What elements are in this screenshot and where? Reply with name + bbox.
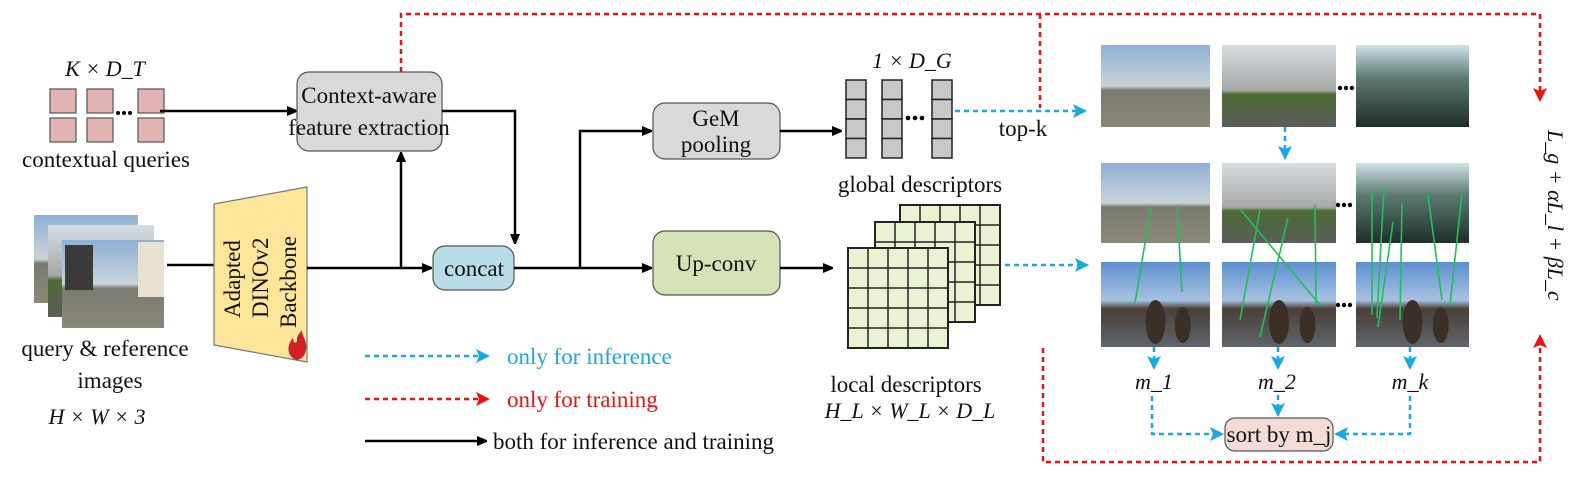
input-images-stack bbox=[34, 215, 164, 328]
score-m1: m_1 bbox=[1135, 369, 1173, 394]
svg-text:Up-conv: Up-conv bbox=[676, 251, 757, 276]
candidate-image bbox=[1101, 163, 1210, 243]
retrieved-images bbox=[1101, 45, 1469, 347]
cyclist bbox=[1174, 307, 1191, 343]
svg-text:Backbone: Backbone bbox=[276, 236, 301, 328]
legend-inference: only for inference bbox=[507, 344, 672, 369]
svg-text:feature extraction: feature extraction bbox=[288, 115, 450, 140]
descriptor-cell bbox=[845, 79, 867, 101]
svg-text:sort by m_j: sort by m_j bbox=[1227, 422, 1332, 447]
match-line bbox=[1427, 194, 1443, 301]
match-line bbox=[1399, 202, 1403, 321]
svg-text:local descriptors: local descriptors bbox=[830, 372, 981, 397]
descriptor-cell bbox=[931, 98, 953, 120]
score-mk: m_k bbox=[1392, 369, 1430, 394]
flame-icon bbox=[288, 330, 307, 360]
cyclist bbox=[1269, 300, 1289, 344]
local-match-lines bbox=[1134, 186, 1463, 338]
match-line bbox=[1239, 209, 1261, 321]
contextual-queries: K × D_T contextual queries bbox=[22, 56, 190, 172]
svg-text:Context-aware: Context-aware bbox=[301, 83, 436, 108]
descriptor-cell bbox=[931, 137, 953, 159]
cyclist bbox=[1402, 300, 1423, 344]
dinov2-backbone: Adapted DINOv2 Backbone bbox=[213, 186, 308, 363]
svg-text:1 × D_G: 1 × D_G bbox=[872, 48, 952, 73]
local-descriptors: local descriptors H_L × W_L × D_L bbox=[824, 204, 1001, 423]
top-k-image bbox=[1356, 45, 1469, 127]
svg-text:DINOv2: DINOv2 bbox=[248, 238, 273, 319]
svg-text:concat: concat bbox=[444, 256, 505, 281]
ellipsis-dots bbox=[1335, 85, 1355, 308]
match-line bbox=[1377, 221, 1394, 328]
descriptor-cell bbox=[881, 118, 903, 140]
images-label-1: query & reference bbox=[21, 336, 188, 361]
inference-arrows bbox=[955, 104, 1417, 441]
match-line bbox=[1239, 208, 1321, 306]
sort-block: sort by m_j bbox=[1224, 417, 1334, 452]
legend-training: only for training bbox=[507, 387, 658, 412]
feature-map bbox=[847, 247, 949, 349]
svg-text:H_L × W_L × D_L: H_L × W_L × D_L bbox=[824, 398, 996, 423]
cyclist bbox=[1432, 307, 1449, 343]
descriptor-cell bbox=[845, 118, 867, 140]
match-line bbox=[1314, 204, 1317, 306]
context-aware-feature-extraction-block: Context-aware feature extraction bbox=[288, 71, 450, 152]
top-k-image bbox=[1101, 45, 1210, 127]
top-k-image bbox=[1222, 45, 1336, 127]
cyclist bbox=[1299, 307, 1316, 343]
queries-label: contextual queries bbox=[22, 147, 190, 172]
descriptor-cell bbox=[881, 137, 903, 159]
descriptor-cell bbox=[845, 98, 867, 120]
gem-pooling-block: GeM pooling bbox=[652, 102, 781, 160]
candidate-image bbox=[1356, 163, 1469, 243]
candidate-image bbox=[1222, 163, 1336, 243]
svg-text:GeM: GeM bbox=[692, 106, 739, 131]
match-line bbox=[1376, 186, 1385, 319]
descriptor-cell bbox=[881, 98, 903, 120]
svg-text:global descriptors: global descriptors bbox=[838, 172, 1002, 197]
images-label-2: images bbox=[77, 368, 142, 393]
queries-dims: K × D_T bbox=[64, 56, 146, 81]
cyclist bbox=[1145, 300, 1166, 344]
global-descriptors: 1 × D_G global descriptors bbox=[838, 48, 1002, 197]
training-loop-arrows bbox=[399, 12, 1547, 464]
match-line bbox=[1176, 204, 1183, 293]
descriptor-cell bbox=[845, 137, 867, 159]
match-line bbox=[1134, 206, 1152, 304]
descriptor-cell bbox=[931, 118, 953, 140]
svg-text:pooling: pooling bbox=[681, 132, 752, 157]
legend-both: both for inference and training bbox=[493, 429, 774, 454]
loss-formula: L_g + αL_l + βL_c bbox=[1543, 129, 1568, 301]
match-line bbox=[1259, 217, 1289, 338]
images-dims: H × W × 3 bbox=[48, 404, 146, 429]
upconv-block: Up-conv bbox=[652, 230, 781, 296]
descriptor-cell bbox=[931, 79, 953, 101]
score-m2: m_2 bbox=[1258, 369, 1296, 394]
descriptor-cell bbox=[881, 79, 903, 101]
match-line bbox=[1449, 192, 1463, 306]
concat-block: concat bbox=[432, 245, 515, 291]
topk-label: top-k bbox=[999, 116, 1048, 141]
svg-text:Adapted: Adapted bbox=[220, 240, 245, 318]
legend: only for inference only for training bot… bbox=[365, 344, 774, 454]
